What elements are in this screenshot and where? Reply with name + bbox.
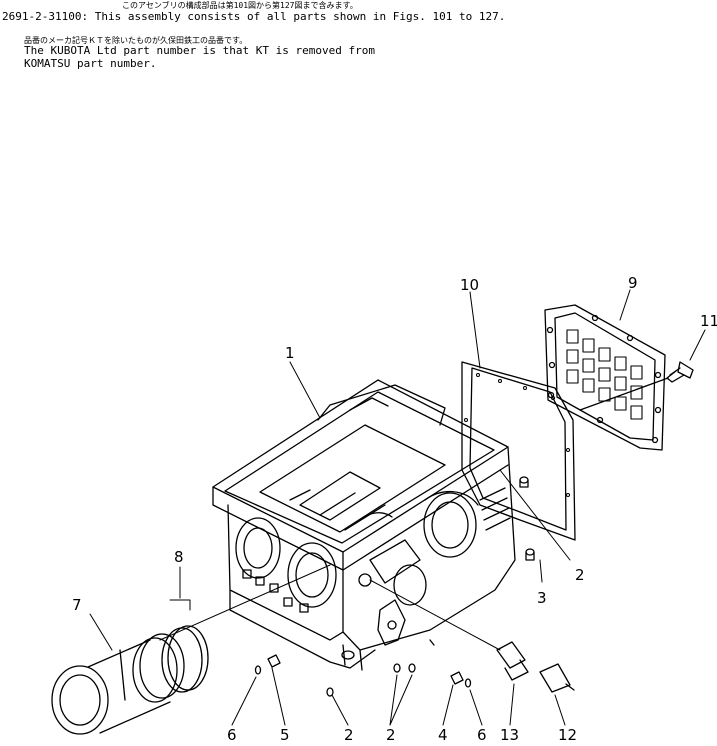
callout-2-right: 2 bbox=[575, 566, 585, 584]
leader-lines bbox=[89, 289, 706, 726]
callout-12: 12 bbox=[558, 726, 577, 744]
callout-7: 7 bbox=[72, 596, 82, 614]
callout-11: 11 bbox=[700, 312, 717, 330]
callout-4: 4 bbox=[438, 726, 448, 744]
header-note-japanese-2: 品番のメーカ記号ＫＴを除いたものが久保田鉄工の品番です。 bbox=[24, 36, 248, 45]
gasket bbox=[461, 361, 576, 541]
callout-2-bracket: 2 bbox=[386, 726, 396, 744]
bolt bbox=[579, 361, 694, 411]
sleeve-and-rings bbox=[51, 625, 209, 735]
callout-labels: 1 2 2 2 3 4 5 6 6 7 8 9 10 11 12 13 bbox=[72, 274, 717, 744]
cover-plate bbox=[544, 304, 666, 451]
small-parts bbox=[254, 476, 575, 697]
header-note-komatsu: KOMATSU part number. bbox=[24, 57, 157, 70]
callout-3: 3 bbox=[537, 589, 547, 607]
header-note-kubota: The KUBOTA Ltd part number is that KT is… bbox=[24, 44, 375, 57]
callout-2-bottom: 2 bbox=[344, 726, 354, 744]
callout-10: 10 bbox=[460, 276, 479, 294]
header-note-assembly: 2691-2-31100: This assembly consists of … bbox=[2, 10, 506, 23]
callout-6-left: 6 bbox=[227, 726, 237, 744]
callout-13: 13 bbox=[500, 726, 519, 744]
header-note-japanese-1: このアセンブリの構成部品は第101図から第127図まで含みます。 bbox=[122, 1, 358, 10]
callout-5: 5 bbox=[280, 726, 290, 744]
callout-6-right: 6 bbox=[477, 726, 487, 744]
callout-9: 9 bbox=[628, 274, 638, 292]
callout-1: 1 bbox=[285, 344, 295, 362]
callout-8: 8 bbox=[174, 548, 184, 566]
transmission-case bbox=[212, 379, 516, 671]
